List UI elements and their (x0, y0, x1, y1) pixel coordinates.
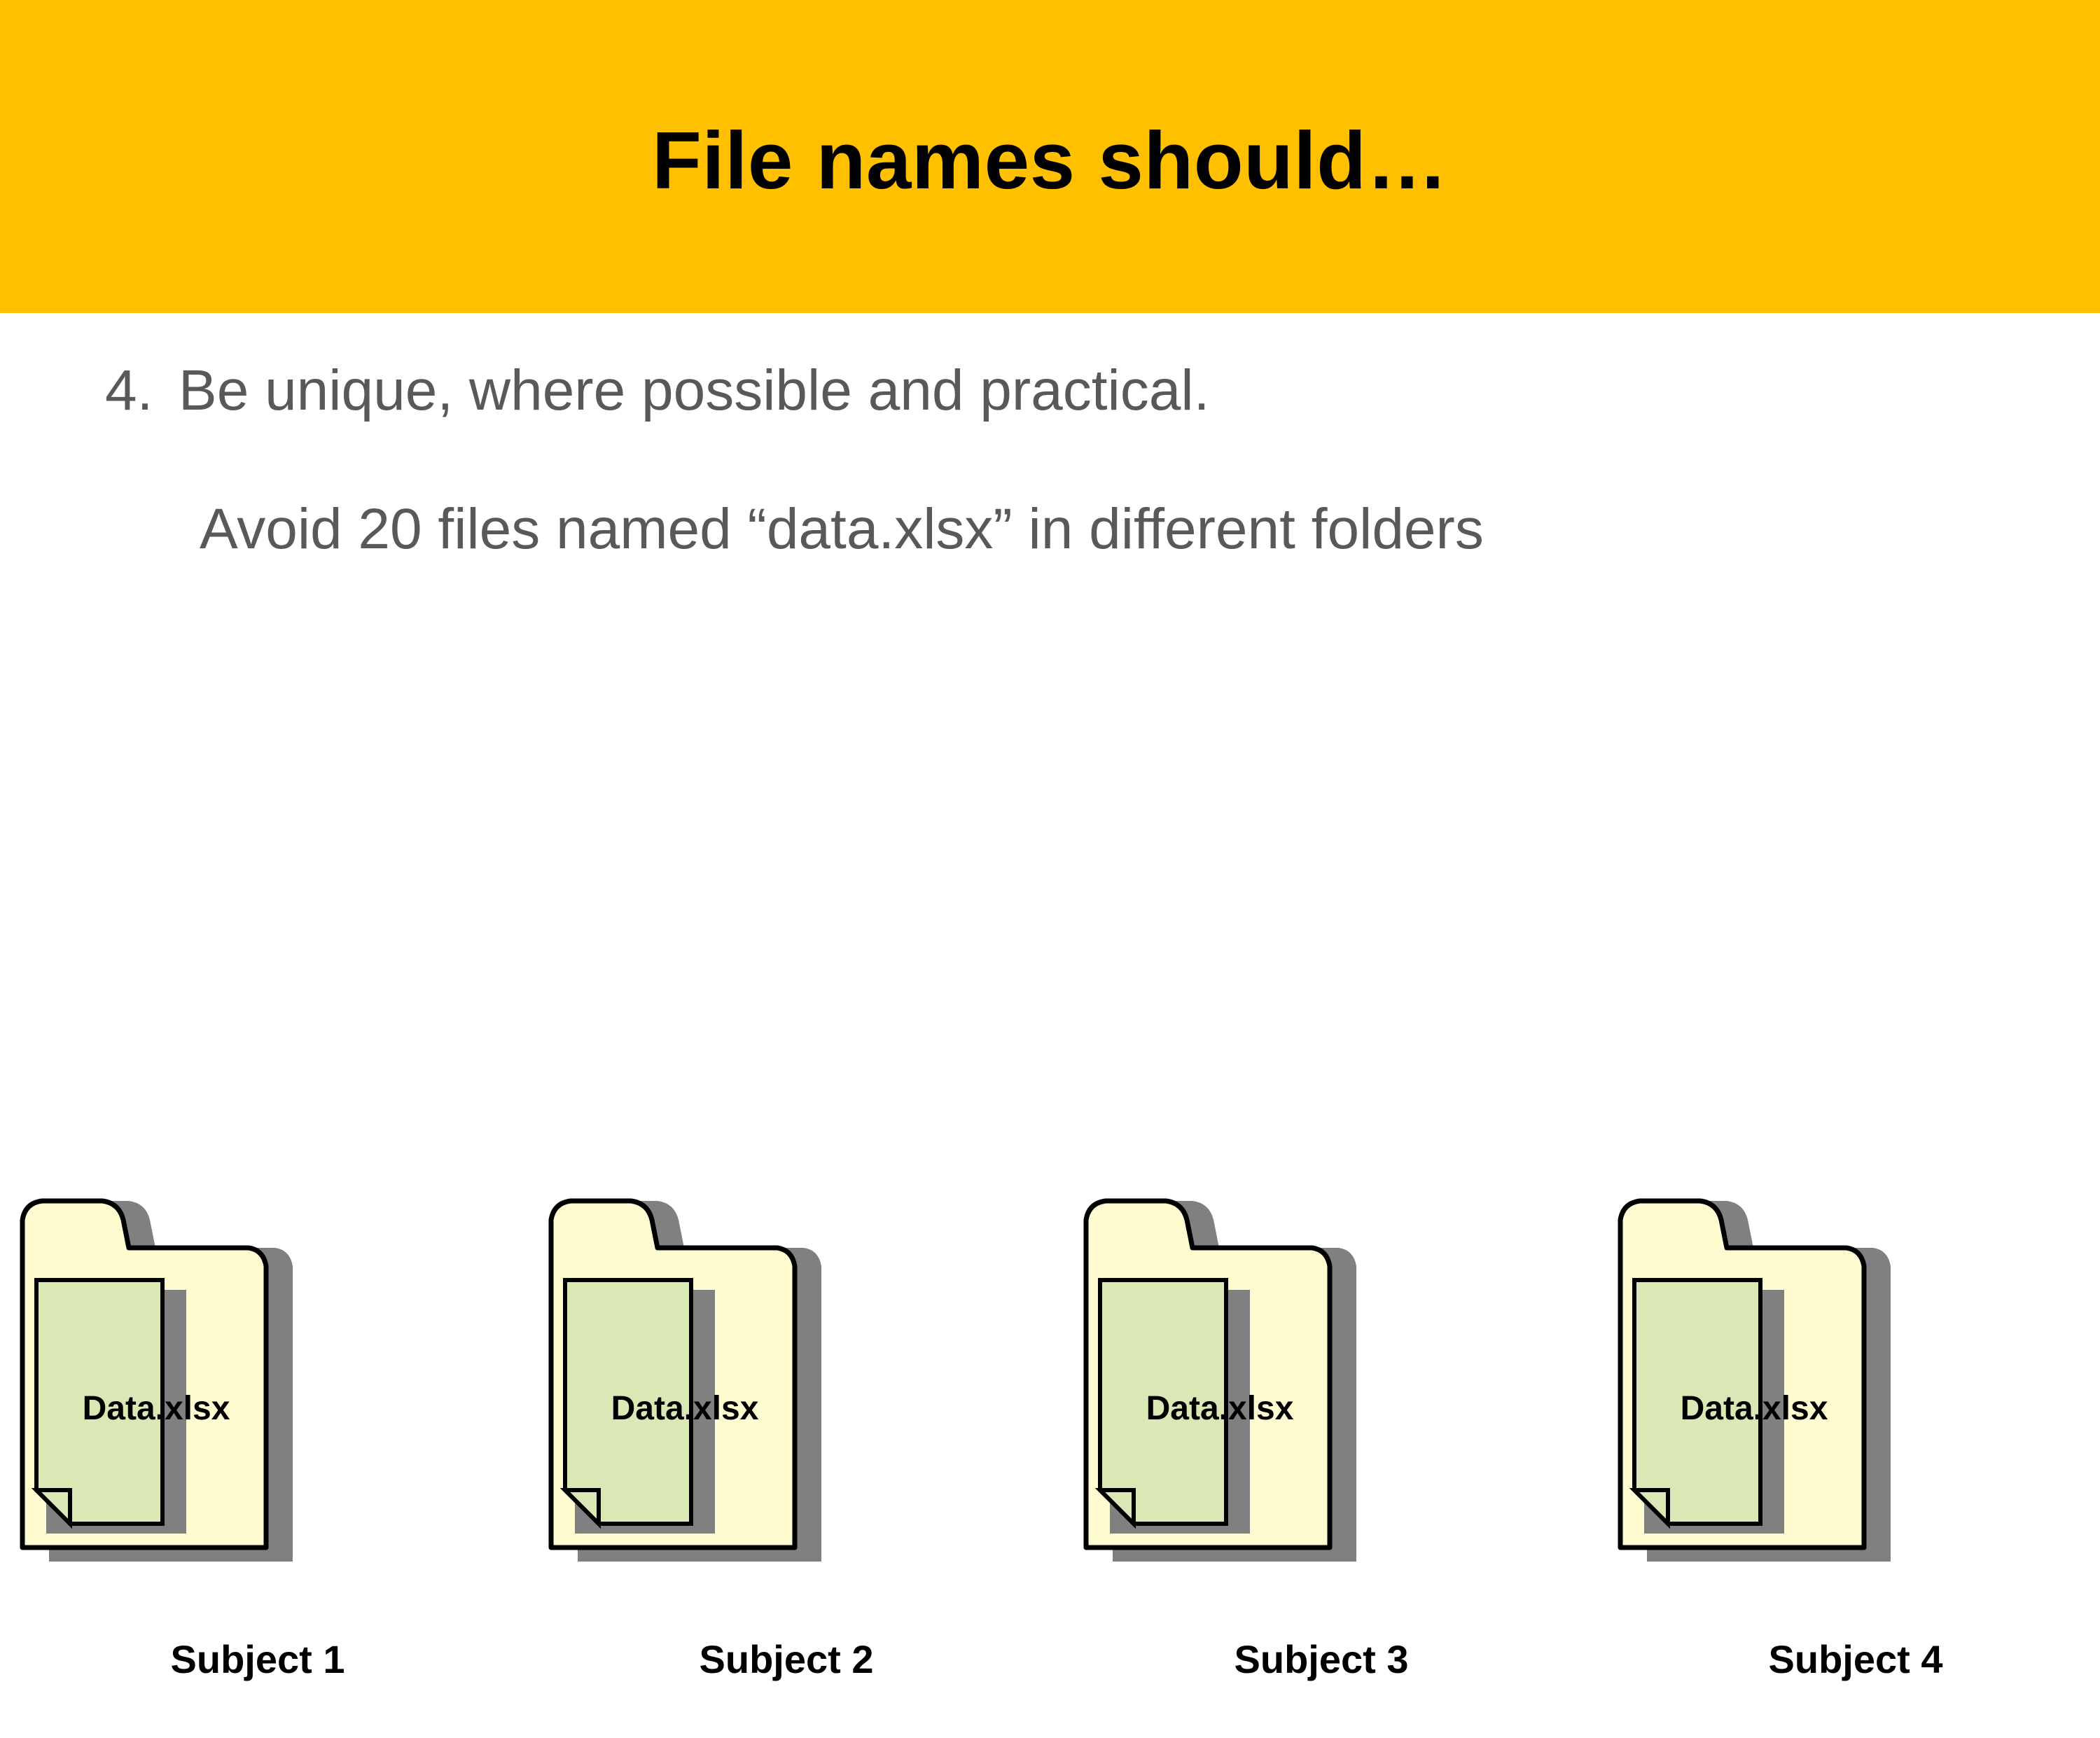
folder-icon (548, 1198, 821, 1562)
folder-caption-1: Subject 1 (170, 1637, 345, 1681)
document-fold-corner (559, 1488, 601, 1529)
bullet-text: Be unique, where possible and practical. (179, 359, 1210, 422)
bullet-subtext: Avoid 20 files named “data.xlsx” in diff… (200, 497, 1484, 561)
bullet-item-4: 4. Be unique, where possible and practic… (105, 359, 1996, 423)
document-sheet (34, 1278, 165, 1526)
folder-icon (1083, 1198, 1356, 1562)
folder-group-3: Data.xlsx Subject 3 (1076, 1178, 1566, 1738)
folder-group-1: Data.xlsx Subject 1 (13, 1178, 503, 1738)
slide-body: 4. Be unique, where possible and practic… (0, 313, 2100, 1681)
bullet-number: 4. (105, 359, 153, 422)
slide-header-bar: File names should… (0, 0, 2100, 313)
folder-icon (1618, 1198, 1891, 1562)
folder-illustration-row: Data.xlsx Subject 1 Data.xlsx Subject 2 (0, 1178, 2100, 1738)
folder-caption-2: Subject 2 (699, 1637, 874, 1681)
document-sheet (1632, 1278, 1762, 1526)
folder-caption-4: Subject 4 (1768, 1637, 1943, 1681)
folder-group-2: Data.xlsx Subject 2 (541, 1178, 1031, 1738)
folder-caption-3: Subject 3 (1234, 1637, 1409, 1681)
folder-icon (20, 1198, 293, 1562)
folder-group-4: Data.xlsx Subject 4 (1611, 1178, 2100, 1738)
document-sheet (563, 1278, 693, 1526)
document-fold-corner (1629, 1488, 1670, 1529)
page-title: File names should… (652, 114, 1448, 206)
document-fold-corner (31, 1488, 72, 1529)
document-sheet (1098, 1278, 1228, 1526)
document-fold-corner (1094, 1488, 1136, 1529)
